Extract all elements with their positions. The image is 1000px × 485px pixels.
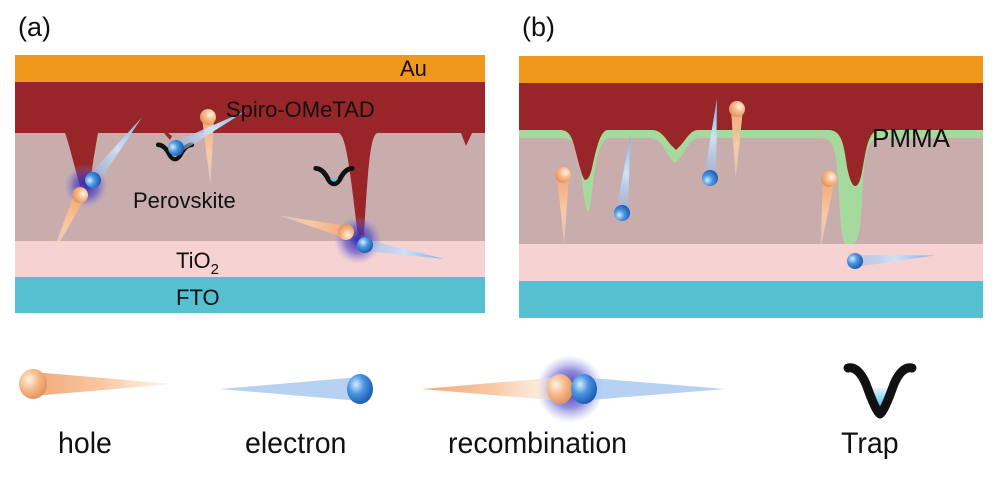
panel-a-au-layer (15, 55, 485, 82)
panel-b-spiro-layer (519, 83, 983, 186)
legend-recombination-label: recombination (448, 427, 628, 460)
panel-a-spiro-label: Spiro-OMeTAD (226, 97, 375, 122)
legend-trap-label: Trap (841, 427, 899, 460)
panel-a-spiro-layer (15, 82, 485, 236)
legend (19, 355, 917, 423)
panel-a-tio2-layer (15, 241, 485, 277)
panel-b-diagram: PMMA (519, 56, 983, 318)
panel-b-fto-layer (519, 281, 983, 318)
legend-hole-icon (19, 369, 173, 399)
panel-a-tio2-label: TiO2 (176, 248, 219, 278)
panel-b-tio2-layer (519, 244, 983, 281)
legend-hole-label: hole (58, 427, 112, 460)
panel-a-diagram: Au Spiro-OMeTAD Perovskite TiO2 FTO (15, 55, 485, 313)
panel-a-au-label: Au (400, 56, 427, 81)
legend-trap-icon (843, 363, 917, 419)
legend-electron-icon (220, 374, 373, 404)
panel-a-label: (a) (18, 12, 51, 42)
panel-a-recombination-glow-2 (334, 216, 382, 264)
panel-a-perovskite-label: Perovskite (133, 188, 236, 213)
panel-b-label: (b) (522, 12, 555, 42)
panel-b-au-layer (519, 56, 983, 83)
panel-b-pmma-label: PMMA (872, 123, 951, 153)
legend-electron-label: electron (245, 427, 347, 460)
panel-a-fto-layer (15, 277, 485, 313)
panel-a-fto-label: FTO (176, 285, 220, 310)
legend-recombination-icon (422, 355, 725, 423)
